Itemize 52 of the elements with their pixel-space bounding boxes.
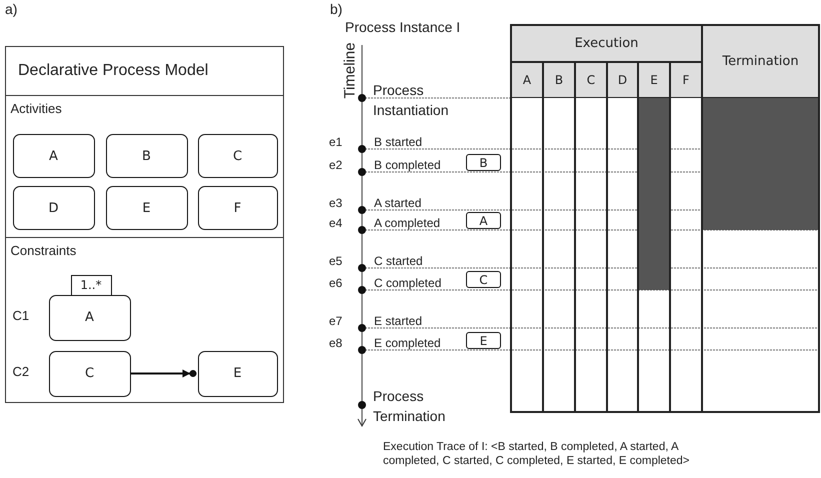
model-panel [5, 46, 284, 403]
cardinality-box: 1..* [70, 274, 112, 296]
event-id: e7 [329, 314, 344, 328]
column-header: E [638, 62, 670, 98]
event-label: A completed [374, 216, 442, 230]
activity-box: C [48, 350, 130, 396]
activity-box: F [198, 186, 278, 230]
event-id: e8 [329, 336, 344, 350]
event-label: B started [374, 135, 424, 149]
axis-label: Timeline [342, 42, 359, 99]
activity-box: A [12, 134, 94, 178]
event-id: e5 [329, 254, 344, 268]
event-id: e3 [329, 196, 344, 210]
column-header: F [670, 62, 702, 98]
activity-box: B [466, 154, 501, 171]
event-id: e4 [329, 216, 344, 230]
column-header: B [543, 62, 575, 98]
activity-box: A [48, 294, 130, 340]
activity-box: C [198, 134, 278, 178]
event-label: E started [374, 314, 424, 328]
section-title: Constraints [10, 242, 76, 258]
constraint-id: C2 [12, 364, 30, 378]
constraint-id: C1 [12, 308, 30, 322]
event-label: Process Instantiation [373, 81, 450, 120]
section-title: Activities [10, 101, 62, 116]
column-header: D [607, 62, 638, 98]
column-group-header: Termination [702, 25, 819, 98]
event-label: A started [374, 196, 422, 210]
event-label: B completed [374, 158, 442, 172]
activity-box: E [198, 350, 278, 396]
timeline-title: Process Instance I [345, 20, 462, 36]
trace-note: Execution Trace of I: <B started, B completed, A started, A completed, C started, C completed, E started, E completed> [383, 440, 690, 469]
event-id: e6 [329, 276, 344, 290]
panel-letter: a) [5, 2, 18, 18]
event-label: C completed [374, 276, 442, 290]
event-label: C started [374, 254, 424, 268]
event-label: Process Termination [373, 387, 446, 426]
activity-box: C [466, 271, 501, 288]
event-id: e1 [329, 135, 344, 149]
panel-title: Declarative Process Model [18, 62, 208, 80]
event-label: E completed [374, 336, 442, 350]
column-group-header: Execution [511, 25, 702, 62]
column-header: A [511, 62, 543, 98]
column-header: C [575, 62, 607, 98]
activity-box: E [466, 332, 501, 349]
response-arrow [130, 370, 196, 378]
activity-box: E [106, 186, 188, 230]
activity-box: D [12, 186, 94, 230]
activity-box: B [106, 134, 188, 178]
activity-box: A [466, 212, 501, 229]
event-id: e2 [329, 158, 344, 172]
panel-letter: b) [330, 2, 344, 18]
